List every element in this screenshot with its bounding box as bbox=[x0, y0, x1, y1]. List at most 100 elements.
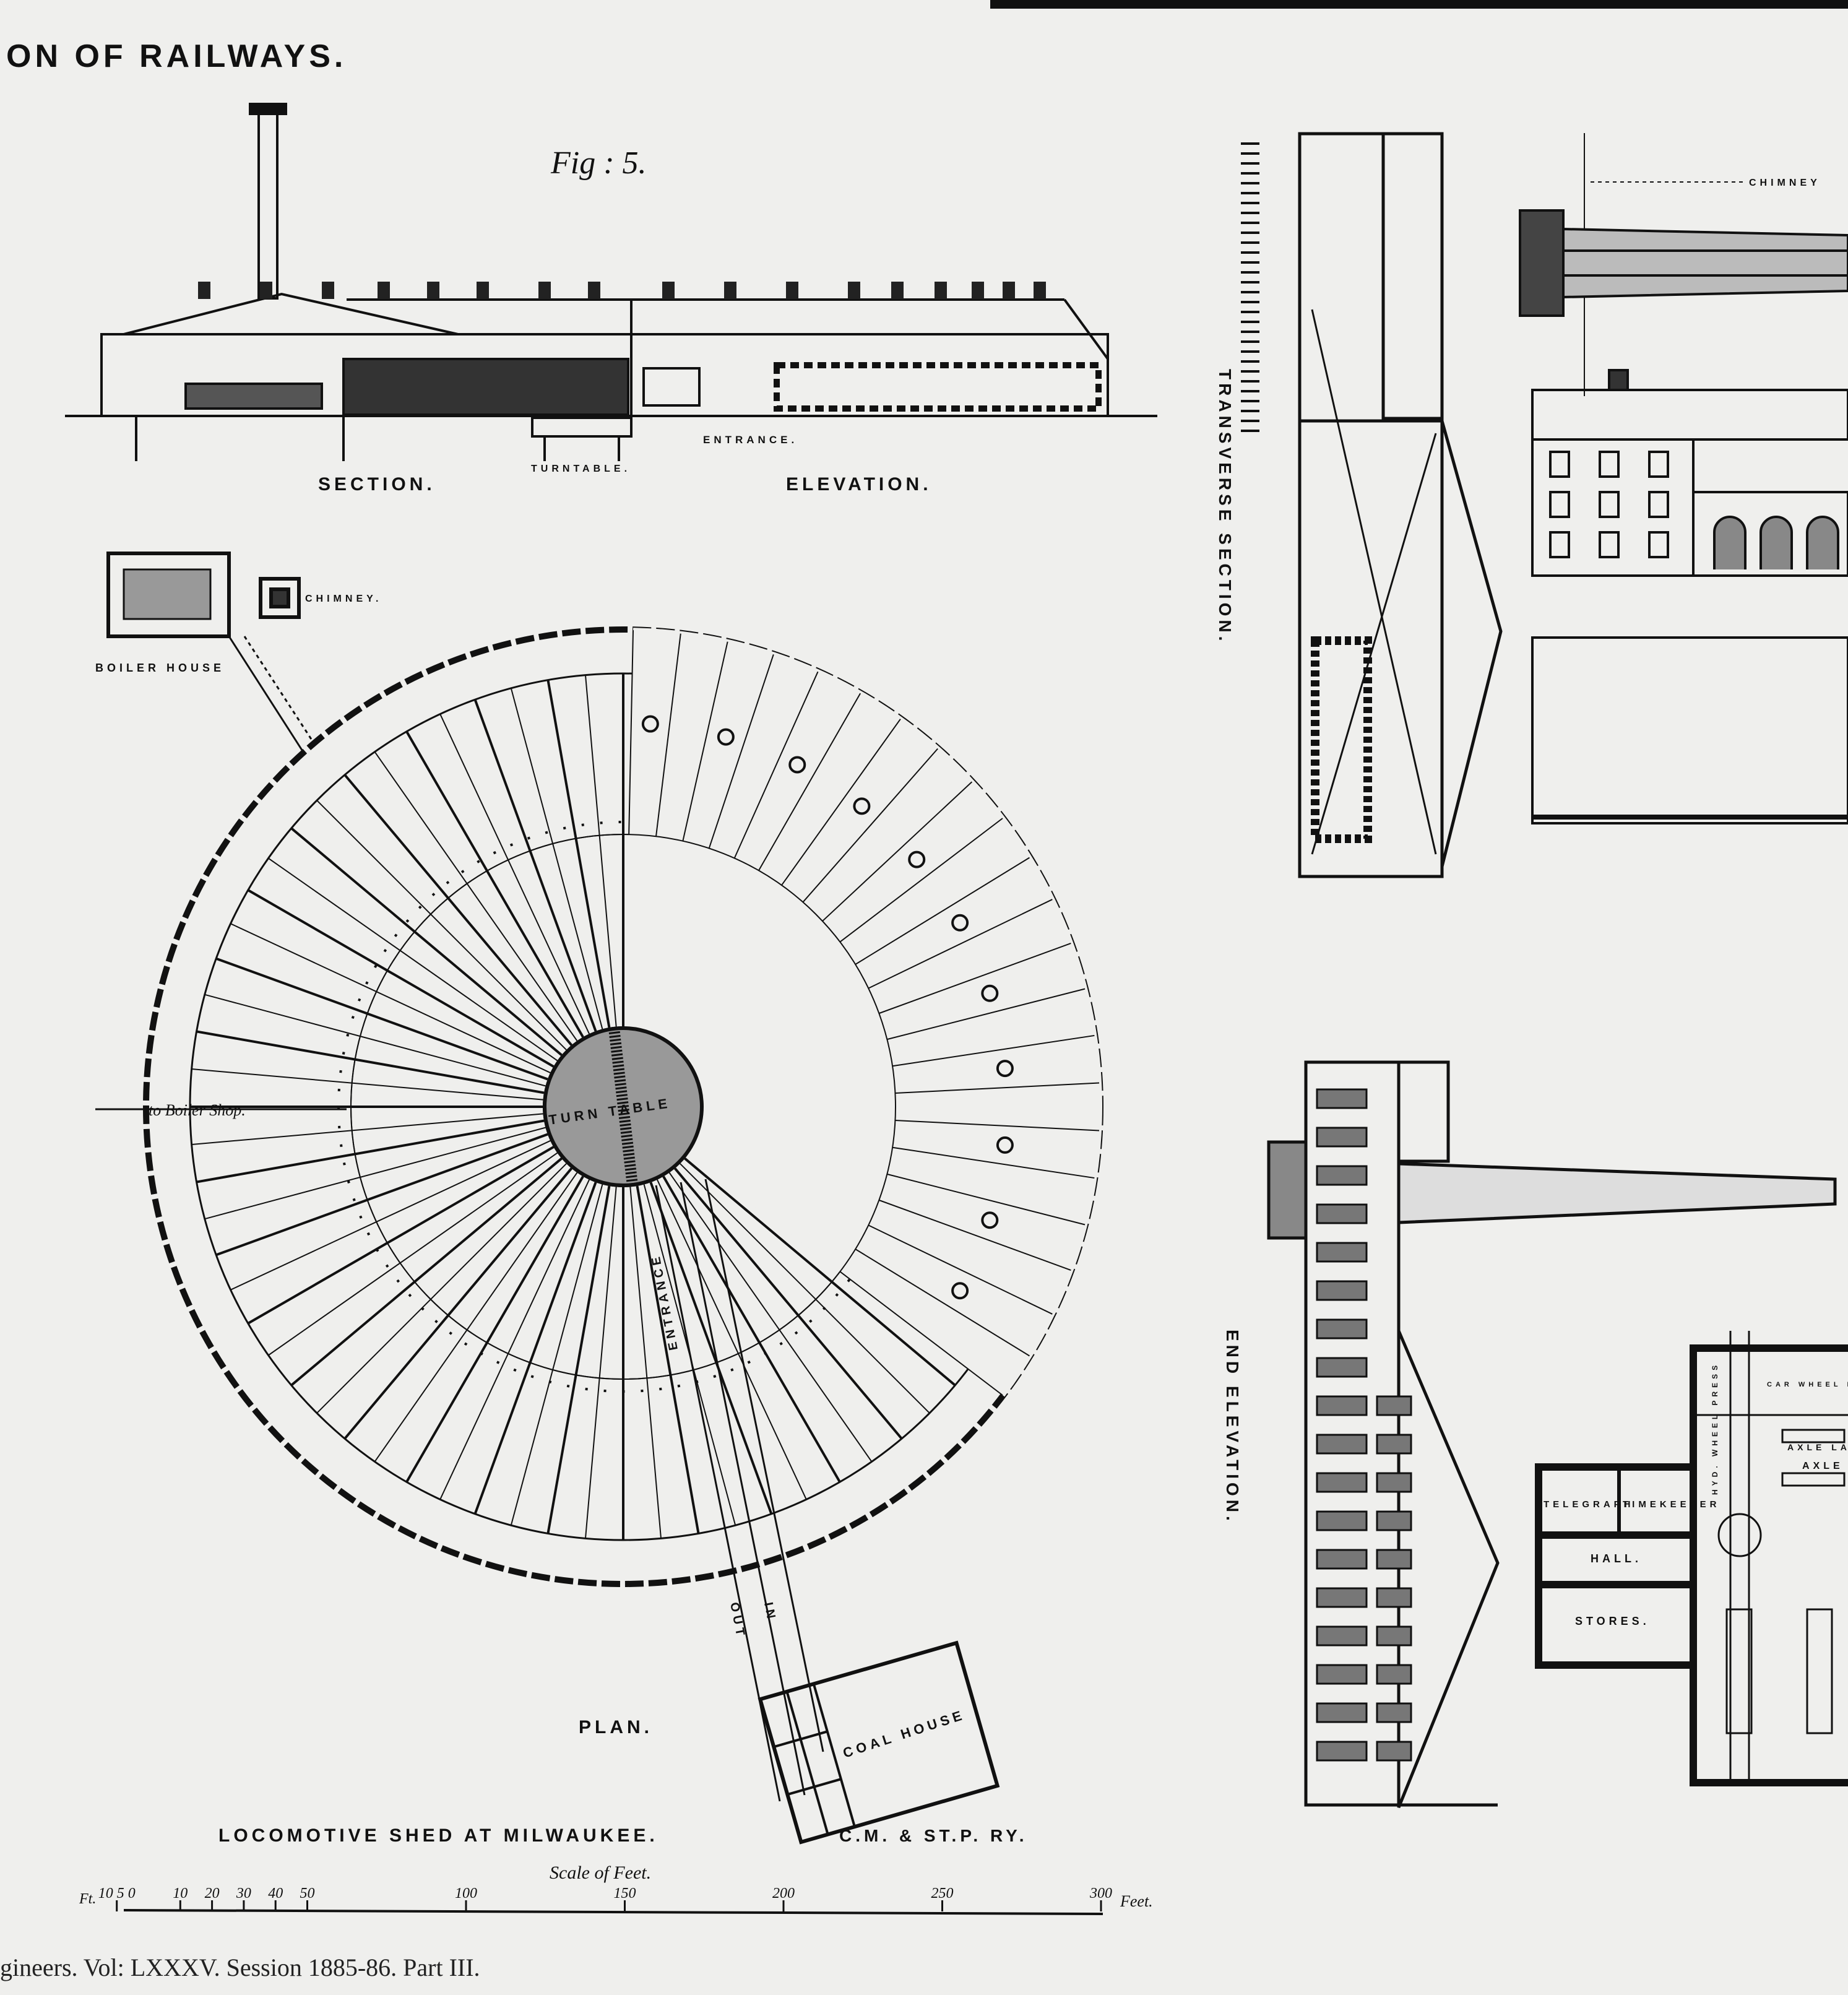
axle-lathe-label: AXLE LATHE bbox=[1787, 1442, 1848, 1452]
roof-vent bbox=[786, 282, 798, 299]
end-window bbox=[1316, 1702, 1368, 1723]
track-radial bbox=[196, 1119, 545, 1184]
scale-bar bbox=[123, 1909, 1103, 1915]
in-label: IN bbox=[761, 1601, 779, 1624]
roof-vent bbox=[378, 282, 390, 299]
end-window bbox=[1376, 1587, 1412, 1608]
chimney-plan-label: CHIMNEY. bbox=[305, 594, 382, 604]
track-radial bbox=[680, 1163, 930, 1414]
roof-vent bbox=[260, 282, 272, 299]
end-window bbox=[1316, 1203, 1368, 1224]
roof-vent bbox=[538, 282, 551, 299]
track-radial bbox=[584, 675, 617, 1027]
end-window bbox=[1316, 1549, 1368, 1570]
end-window bbox=[1376, 1472, 1412, 1493]
boiler-house-plan bbox=[106, 552, 317, 753]
end-window bbox=[1376, 1549, 1412, 1570]
end-window bbox=[1376, 1702, 1412, 1723]
roof-vent bbox=[972, 282, 984, 299]
plan-label: PLAN. bbox=[579, 1717, 653, 1738]
roof-vent bbox=[477, 282, 489, 299]
section-label: SECTION. bbox=[318, 474, 436, 495]
coal-house bbox=[758, 1640, 1000, 1845]
track-radial bbox=[247, 1146, 555, 1325]
yard-radial bbox=[802, 748, 938, 903]
scale-tick-label: 50 bbox=[300, 1885, 315, 1902]
roof-vent bbox=[724, 282, 736, 299]
track-radial bbox=[215, 1133, 548, 1257]
caption-label: LOCOMOTIVE SHED AT MILWAUKEE. bbox=[218, 1825, 658, 1846]
hall-label: HALL. bbox=[1591, 1552, 1642, 1565]
yard-lamp-post bbox=[951, 1282, 969, 1300]
end-window bbox=[1316, 1318, 1368, 1339]
scale-tick-label: 40 bbox=[268, 1885, 283, 1902]
track-radial bbox=[196, 1030, 545, 1094]
yard-radial bbox=[868, 899, 1053, 989]
figure-label: Fig : 5. bbox=[550, 145, 647, 181]
track-radial bbox=[191, 1068, 543, 1101]
yard-radial bbox=[839, 818, 1003, 943]
track-radial bbox=[546, 1185, 611, 1534]
track-radial bbox=[268, 857, 558, 1062]
end-window bbox=[1376, 1395, 1412, 1416]
yard-lamp-post bbox=[908, 850, 926, 868]
entrance-label: ENTRANCE. bbox=[703, 434, 798, 446]
scale-tick-label: 200 bbox=[772, 1885, 795, 1902]
window bbox=[1648, 491, 1669, 518]
track-radial bbox=[510, 688, 603, 1029]
scale-unit-right: Feet. bbox=[1120, 1892, 1153, 1910]
end-window bbox=[1316, 1127, 1368, 1148]
roof-vent bbox=[935, 282, 947, 299]
yard-radial bbox=[758, 693, 861, 871]
end-window bbox=[1376, 1434, 1412, 1455]
window bbox=[1648, 531, 1669, 558]
turntable-label: TURNTABLE. bbox=[531, 464, 631, 474]
arched-window bbox=[1806, 516, 1839, 569]
yard-lamp-post bbox=[996, 1136, 1014, 1154]
yard-radial bbox=[822, 781, 973, 922]
end-window bbox=[1316, 1395, 1368, 1416]
yard-radial bbox=[781, 719, 901, 886]
yard-inner-ring bbox=[350, 834, 896, 1380]
yard-radial bbox=[708, 654, 774, 849]
open-yard-sector bbox=[623, 628, 1103, 1397]
track-radial bbox=[247, 889, 555, 1068]
window bbox=[1599, 491, 1620, 518]
end-window bbox=[1316, 1165, 1368, 1186]
track-radial bbox=[584, 1187, 617, 1539]
track-radial bbox=[230, 923, 551, 1073]
end-window bbox=[1316, 1510, 1368, 1531]
end-window bbox=[1376, 1625, 1412, 1647]
roof-vent bbox=[1034, 282, 1046, 299]
track-radial bbox=[343, 1167, 572, 1440]
out-label: OUT bbox=[727, 1601, 748, 1640]
roof-vent bbox=[427, 282, 439, 299]
boiler-house-label: BOILER HOUSE bbox=[95, 662, 225, 674]
track-radial bbox=[439, 1179, 590, 1500]
track-radial bbox=[657, 1179, 807, 1500]
yard-radial bbox=[878, 1199, 1071, 1271]
footer-citation: gineers. Vol: LXXXV. Session 1885-86. Pa… bbox=[0, 1954, 480, 1981]
yard-radial bbox=[733, 671, 819, 859]
yard-lamp-post bbox=[996, 1060, 1014, 1078]
yard-radial bbox=[655, 633, 681, 837]
roof-vent bbox=[662, 282, 675, 299]
track-radial bbox=[204, 993, 546, 1087]
track-radial bbox=[439, 714, 590, 1034]
chimney-label: CHIMNEY bbox=[1749, 178, 1821, 188]
end-elevation-label: END ELEVATION. bbox=[1223, 1330, 1242, 1525]
end-window bbox=[1376, 1510, 1412, 1531]
timekeeper-room-label: TIMEKEEPER bbox=[1623, 1499, 1721, 1510]
yard-radial bbox=[855, 1248, 1030, 1357]
track-radial bbox=[343, 774, 572, 1046]
track-radial bbox=[290, 827, 563, 1056]
telegraph-room-label: TELEGRAPH bbox=[1544, 1499, 1634, 1510]
end-window bbox=[1316, 1357, 1368, 1378]
end-elevation-windows bbox=[1316, 1088, 1412, 1762]
shop-elevation bbox=[1531, 369, 1848, 824]
track-radial bbox=[662, 1175, 841, 1483]
yard-lamp-post bbox=[981, 984, 999, 1002]
track-radial bbox=[473, 699, 597, 1032]
